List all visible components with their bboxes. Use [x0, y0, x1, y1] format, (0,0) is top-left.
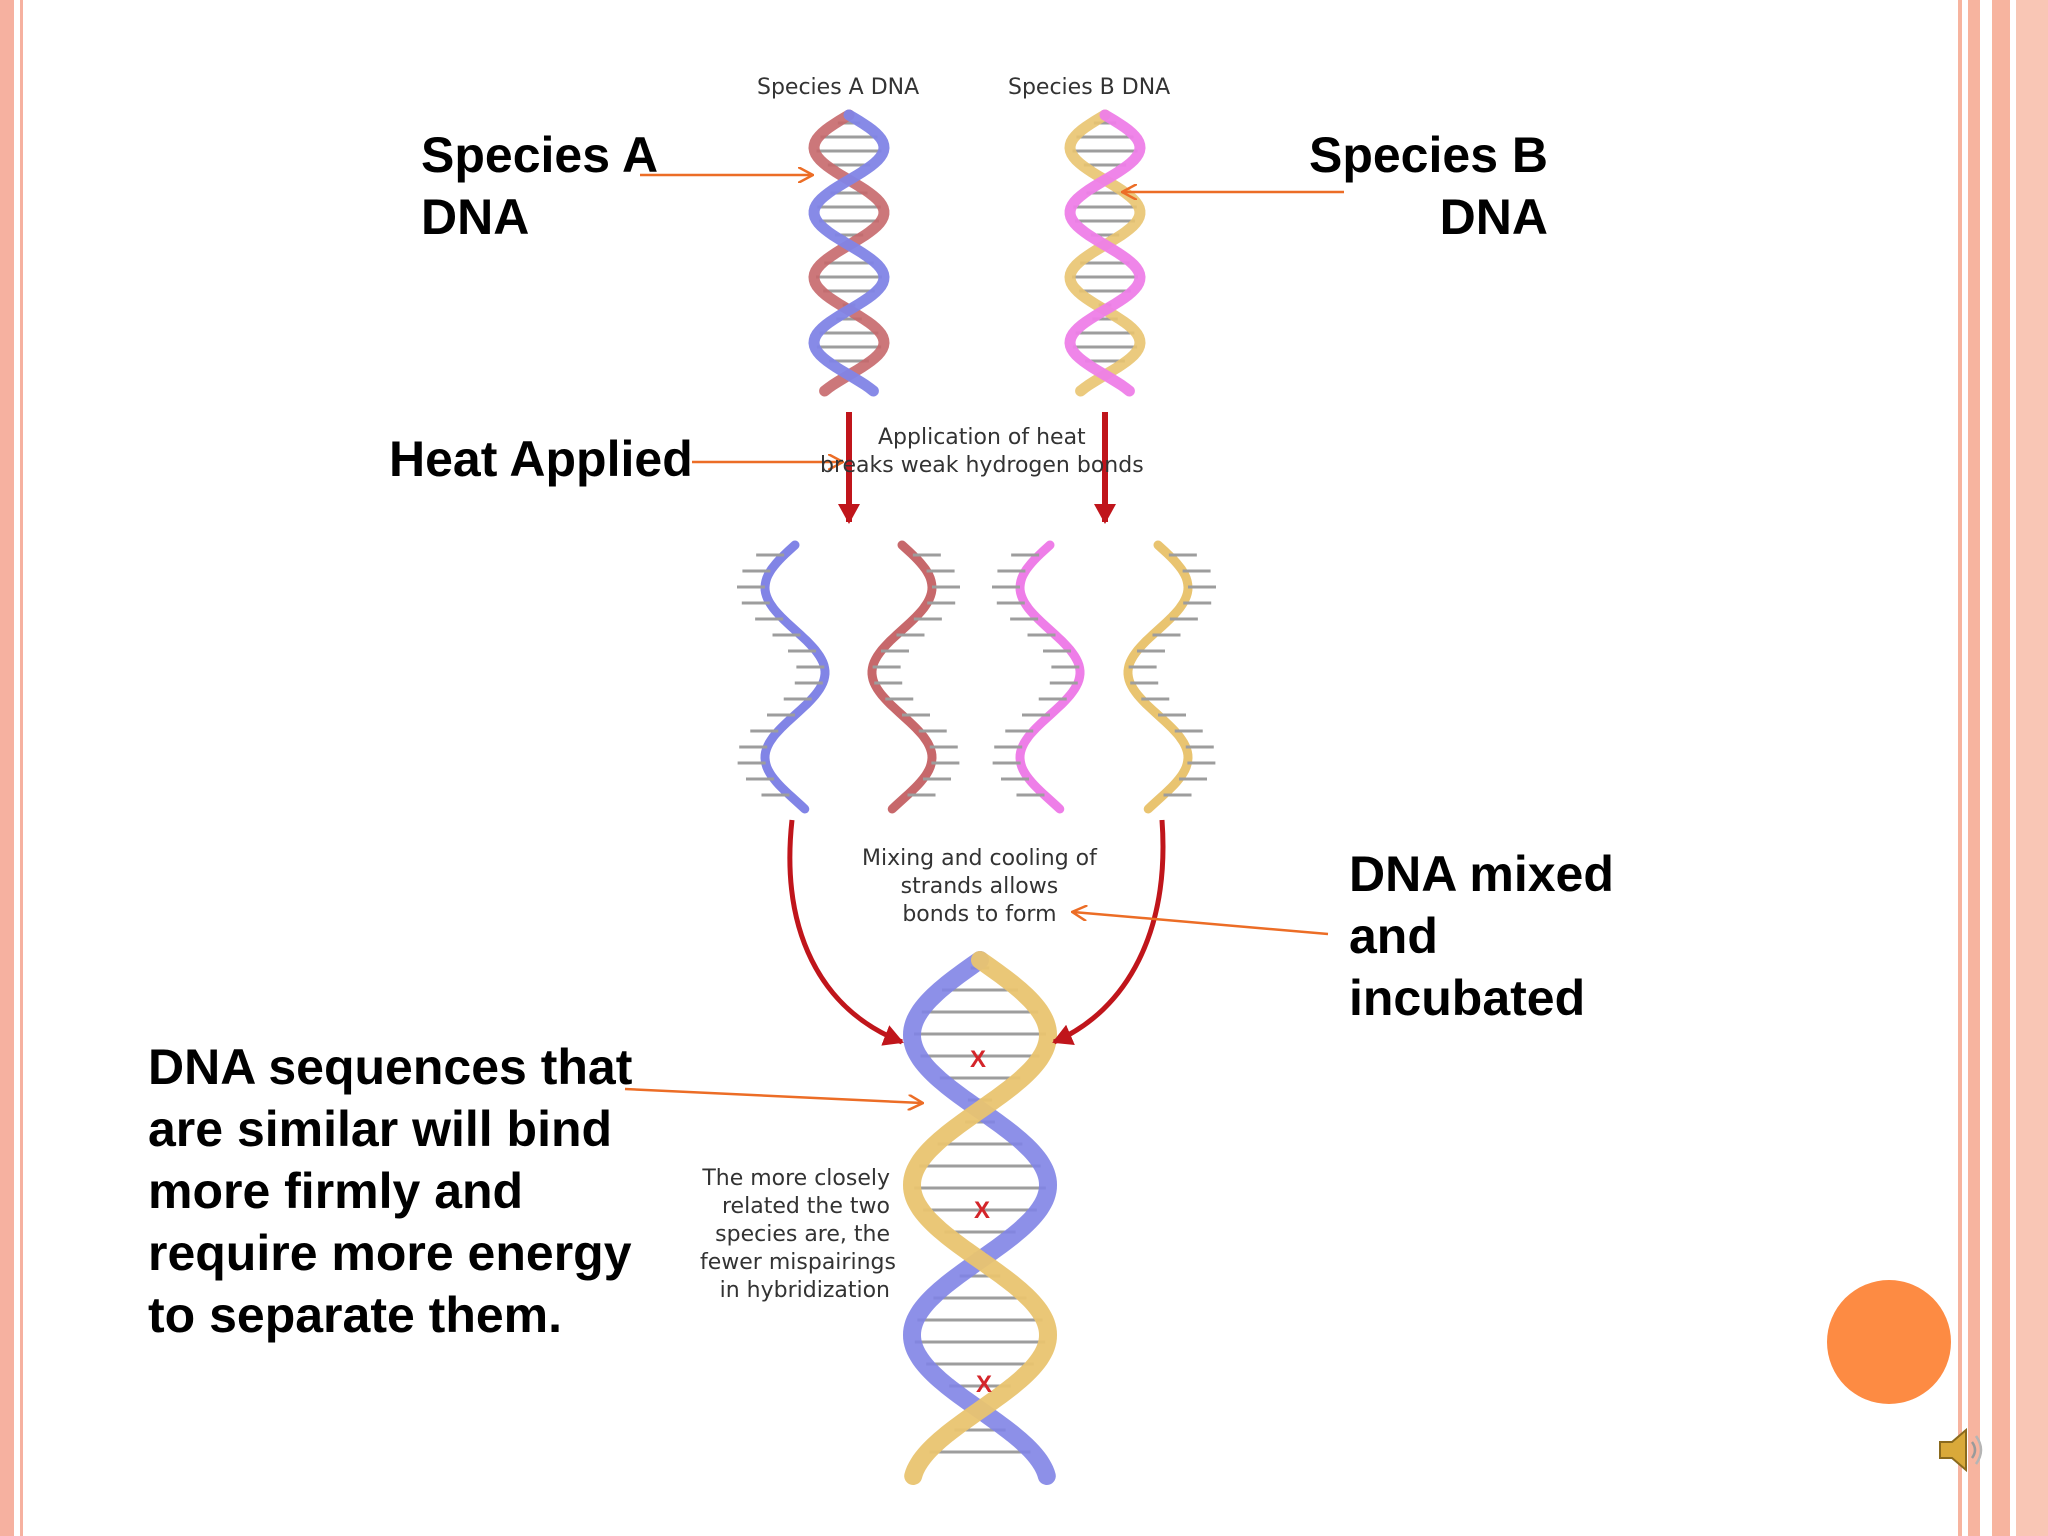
species-b-helix: [1064, 109, 1146, 397]
pointer-similar: [624, 1087, 922, 1103]
caption-heat-line: Application of heat: [877, 425, 1086, 450]
dna-strand: [1064, 109, 1146, 397]
label-species-b-line: DNA: [1439, 189, 1548, 245]
label-dna-mixed-line: incubated: [1349, 970, 1586, 1026]
caption-species-b-dna: Species B DNA: [1008, 75, 1171, 100]
mismatch-mark: X: [974, 1197, 990, 1224]
label-similar-sequences: DNA sequences that are similar will bind…: [148, 1036, 632, 1346]
caption-related-line: in hybridization: [719, 1278, 890, 1303]
caption-mixing: Mixing and cooling of strands allows bon…: [862, 845, 1097, 929]
label-species-a-line: DNA: [421, 189, 530, 245]
right-border-line: [1958, 0, 1962, 1536]
dna-strand: [1123, 540, 1193, 814]
label-species-a: Species A DNA: [421, 124, 658, 248]
caption-species-a-dna: Species A DNA: [757, 75, 920, 100]
dna-strand: [1064, 109, 1146, 397]
mixing-arrow-left: [787, 819, 904, 1046]
hybrid-helix: [902, 951, 1058, 1485]
label-similar-line: to separate them.: [148, 1287, 563, 1343]
mixing-arrow-right: [1052, 819, 1166, 1045]
pointer-mixed: [1073, 912, 1329, 936]
label-similar-line: require more energy: [148, 1225, 632, 1281]
dna-strand: [808, 109, 890, 397]
separated-strands: [737, 540, 1216, 814]
speaker-icon[interactable]: [1930, 1420, 1990, 1480]
caption-related-line: fewer mispairings: [700, 1250, 896, 1275]
dna-strand: [1015, 540, 1085, 814]
right-border-band: [1992, 0, 2010, 1536]
caption-heat: Application of heat breaks weak hydrogen…: [820, 424, 1144, 480]
label-similar-line: are similar will bind: [148, 1101, 613, 1157]
dna-strand: [902, 951, 1058, 1485]
right-border: [1968, 0, 1980, 1536]
dna-strand: [902, 951, 1058, 1485]
dna-strand: [808, 109, 890, 397]
dna-strand: [760, 540, 830, 814]
label-species-b-line: Species B: [1308, 127, 1548, 183]
orange-circle-icon: [1827, 1280, 1951, 1404]
mismatch-mark: X: [970, 1046, 986, 1073]
label-dna-mixed: DNA mixed and incubated: [1349, 843, 1614, 1029]
label-species-a-line: Species A: [421, 127, 659, 183]
label-similar-line: DNA sequences that: [148, 1039, 633, 1095]
label-dna-mixed-line: and: [1349, 908, 1438, 964]
left-border: [0, 0, 14, 1536]
label-similar-line: more firmly and: [148, 1163, 524, 1219]
label-species-b: Species B DNA: [1290, 124, 1548, 248]
caption-heat-line: breaks weak hydrogen bonds: [820, 453, 1144, 478]
species-a-helix: [808, 109, 890, 397]
caption-mixing-line: bonds to form: [902, 902, 1057, 927]
left-border-line: [20, 0, 23, 1536]
caption-mixing-line: Mixing and cooling of: [862, 846, 1097, 871]
caption-related-line: species are, the: [715, 1222, 890, 1247]
caption-related-line: related the two: [722, 1194, 890, 1219]
mismatch-mark: X: [976, 1371, 992, 1398]
label-heat-applied: Heat Applied: [389, 431, 693, 487]
label-dna-mixed-line: DNA mixed: [1349, 846, 1614, 902]
caption-related: The more closely related the two species…: [700, 1165, 896, 1305]
caption-related-line: The more closely: [702, 1166, 890, 1191]
right-border-outer: [2016, 0, 2048, 1536]
caption-mixing-line: strands allows: [900, 874, 1059, 899]
dna-strand: [867, 540, 937, 814]
